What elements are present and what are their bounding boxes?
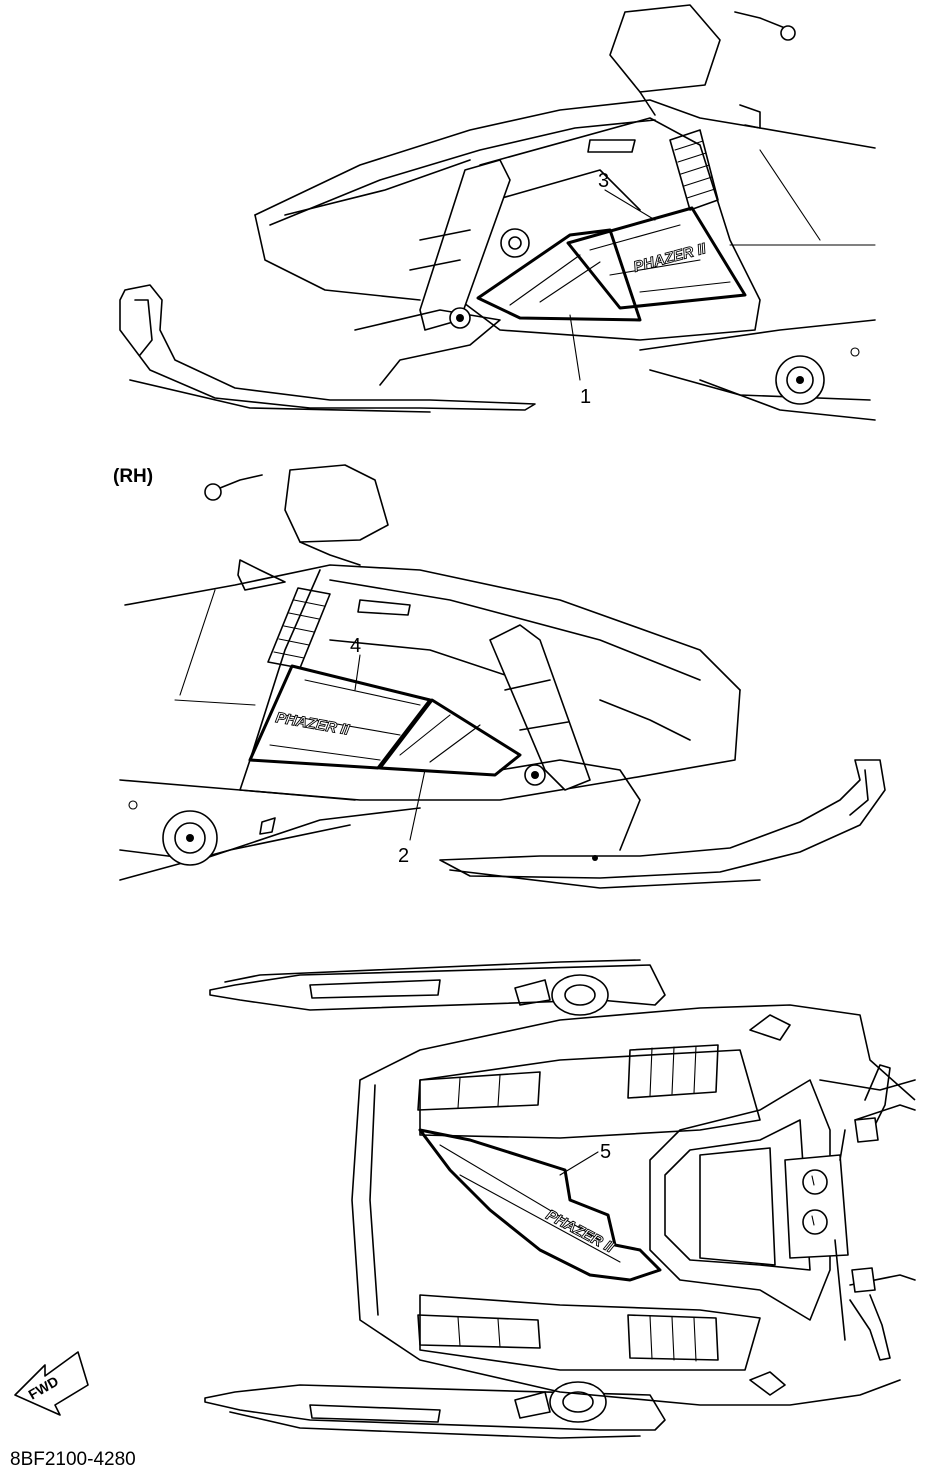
decal-logo-text-2: PHAZER II	[274, 709, 351, 739]
ski-top-view-lower	[204, 1381, 666, 1439]
decal-3-side-panel-left: PHAZER II	[566, 206, 747, 310]
callout-1: 1	[580, 386, 591, 408]
decal-2-lower-strip-right	[378, 698, 522, 777]
callout-5: 5	[600, 1141, 611, 1163]
decal-5-hood-top: PHAZER II	[418, 1128, 662, 1282]
callout-3: 3	[598, 170, 609, 192]
hood-vent-lower	[417, 1314, 719, 1362]
side-vent-left	[669, 129, 719, 211]
ski-left-view-1	[119, 284, 536, 413]
forward-direction-arrow: FWD	[14, 1351, 89, 1416]
snowmobile-right-side-view: PHAZER II 4 2	[119, 464, 886, 889]
snowmobile-top-view: PHAZER II 5	[204, 959, 916, 1439]
snowmobile-left-side-view: PHAZER II 3 1	[119, 4, 876, 421]
view-label-rh: (RH)	[113, 466, 153, 487]
ski-top-view-upper	[209, 959, 666, 1016]
side-vent-right	[267, 587, 331, 669]
rear-wheel-view-2	[162, 810, 218, 866]
gauge-pod-top-view	[784, 1154, 849, 1259]
drawing-code: 8BF2100-4280	[10, 1449, 136, 1470]
hood-vent-upper	[417, 1044, 719, 1111]
rear-wheel-view-1	[775, 355, 825, 405]
decal-logo-text-1: PHAZER II	[632, 240, 709, 276]
callout-4: 4	[350, 635, 361, 657]
callout-2: 2	[398, 845, 409, 867]
ski-right-view-2	[439, 759, 886, 889]
